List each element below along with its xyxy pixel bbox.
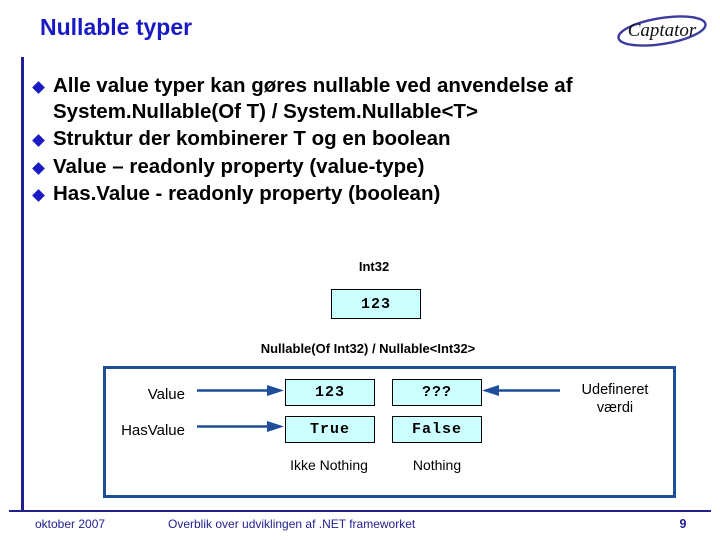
field-label-value: Value (147, 386, 185, 403)
footer-divider (9, 510, 711, 512)
bullet-list: Alle value typer kan gøres nullable ved … (30, 73, 700, 209)
undefined-value-note-line1: Udefineret (581, 382, 649, 398)
list-item-label: Struktur der kombinerer T og en boolean (53, 127, 451, 150)
undefined-value-note: Udefineret værdi (563, 381, 667, 417)
value-box-defined-value: 123 (285, 379, 375, 406)
int32-value-box: 123 (331, 289, 421, 319)
arrow-left-icon (482, 385, 560, 396)
list-item-label: Has.Value - readonly property (boolean) (53, 182, 441, 205)
int32-caption: Int32 (358, 259, 390, 274)
diamond-bullet-icon (30, 181, 53, 202)
left-accent-rule (21, 57, 24, 512)
footer-date: oktober 2007 (35, 517, 106, 531)
column-note-nothing: Nothing (412, 457, 462, 473)
diamond-bullet-icon (30, 126, 53, 147)
field-label-hasvalue: HasValue (121, 422, 185, 439)
list-item-label: Alle value typer kan gøres nullable ved … (53, 74, 573, 123)
list-item: Alle value typer kan gøres nullable ved … (30, 73, 700, 124)
nullable-caption: Nullable(Of Int32) / Nullable<Int32> (260, 341, 476, 356)
footer-subject: Overblik over udviklingen af .NET framew… (168, 517, 416, 531)
list-item-label: Value – readonly property (value-type) (53, 154, 425, 178)
page-title: Nullable typer (40, 14, 193, 40)
list-item: Has.Value - readonly property (boolean) (30, 181, 700, 207)
svg-text:Captator: Captator (628, 20, 697, 41)
footer-page-number: 9 (679, 517, 687, 531)
value-box-defined-hasvalue: True (285, 416, 375, 443)
nullable-struct-frame (103, 366, 676, 498)
list-item: Value – readonly property (value-type) (30, 154, 700, 180)
arrow-right-icon (197, 385, 284, 396)
captator-logo: Captator (612, 10, 712, 50)
diamond-bullet-icon (30, 73, 53, 94)
undefined-value-note-line2: værdi (596, 400, 634, 416)
diamond-bullet-icon (30, 154, 53, 175)
list-item: Struktur der kombinerer T og en boolean (30, 126, 700, 152)
arrow-right-icon (197, 421, 284, 432)
value-box-undefined-value: ??? (392, 379, 482, 406)
value-box-undefined-hasvalue: False (392, 416, 482, 443)
column-note-ikke-nothing: Ikke Nothing (290, 457, 368, 473)
